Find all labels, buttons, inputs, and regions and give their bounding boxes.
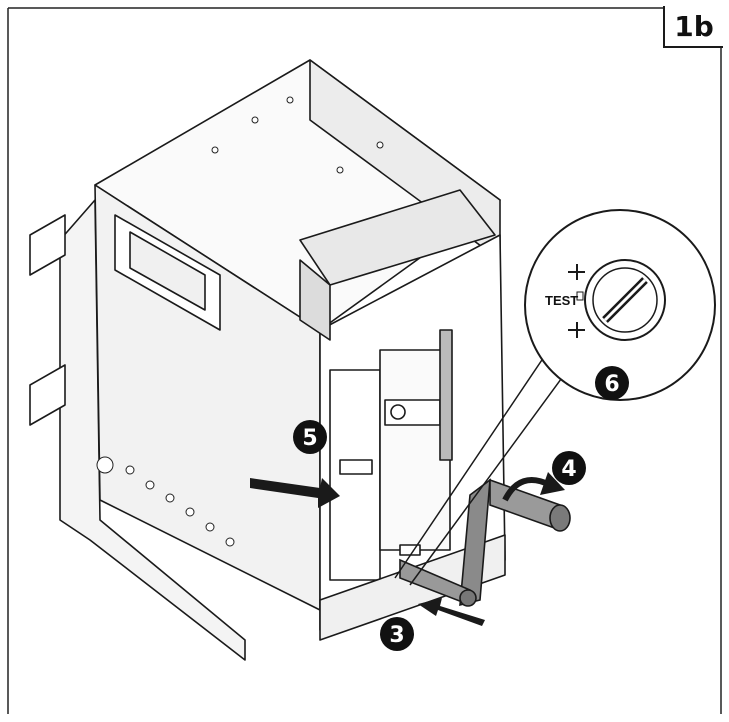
svg-text:4: 4 — [561, 457, 576, 482]
step-5-badge: 5 — [293, 420, 327, 454]
callout-line-2 — [409, 359, 576, 586]
step-6-badge: 6 — [595, 366, 629, 400]
rotation-arrow-head — [540, 472, 565, 495]
step-3-badge: 3 — [380, 617, 414, 651]
callout-line-1 — [394, 344, 553, 579]
svg-text:3: 3 — [389, 623, 404, 648]
breaker-body — [29, 59, 506, 661]
zoom-detail — [524, 209, 716, 401]
insert-arrow — [418, 598, 485, 626]
panel-holes — [96, 96, 384, 547]
pull-arrow — [250, 478, 340, 508]
svg-text:5: 5 — [302, 426, 317, 451]
figure-tag: 1b — [663, 6, 723, 48]
step-4-badge: 4 — [552, 451, 586, 485]
svg-text:6: 6 — [604, 372, 619, 397]
test-position-label: TEST — [545, 293, 578, 308]
